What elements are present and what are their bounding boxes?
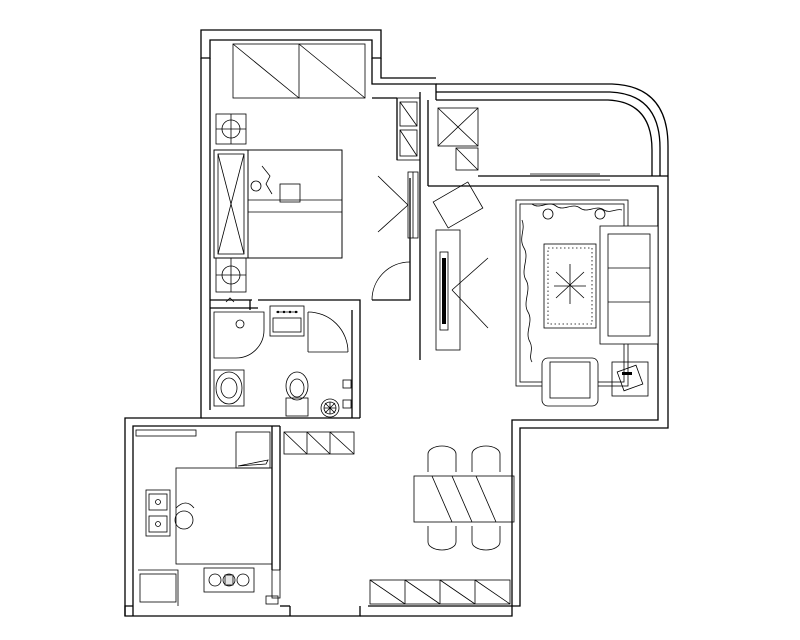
washer: [269, 305, 305, 337]
bedroom-tv-panel: [377, 171, 419, 239]
kitchen-table: [174, 467, 273, 565]
bedroom-closet: [396, 97, 421, 161]
kitchen-sink: [145, 489, 171, 537]
plant-top: [542, 208, 606, 220]
armchair: [541, 357, 599, 407]
bedroom-window: [232, 43, 366, 99]
sofa: [599, 225, 659, 345]
shoe-cabinet: [432, 181, 484, 229]
stove: [203, 567, 255, 593]
bed: [213, 149, 343, 259]
entry-panel: [435, 229, 489, 351]
nightstand-top: [215, 113, 247, 145]
outer-walls: [124, 29, 669, 617]
sink: [213, 369, 245, 407]
dining-chairs: [427, 445, 501, 551]
bedroom-door: [371, 261, 411, 301]
side-table-phone: [611, 361, 649, 397]
bottom-cabinets: [369, 579, 511, 605]
kitchen-counter: [135, 429, 197, 606]
hall-cabinets: [283, 431, 355, 455]
balcony-storage: [437, 107, 479, 171]
toilet: [285, 371, 309, 417]
floor-drain: [320, 379, 352, 418]
kitchen-door: [265, 569, 281, 605]
nightstand-bottom: [215, 257, 247, 293]
bathroom-door: [307, 311, 349, 353]
coffee-table: [543, 243, 597, 329]
interior-walls: [201, 92, 478, 570]
fridge: [235, 431, 271, 469]
balcony-door: [530, 173, 610, 181]
dining-table: [413, 475, 515, 523]
shower: [213, 297, 265, 359]
